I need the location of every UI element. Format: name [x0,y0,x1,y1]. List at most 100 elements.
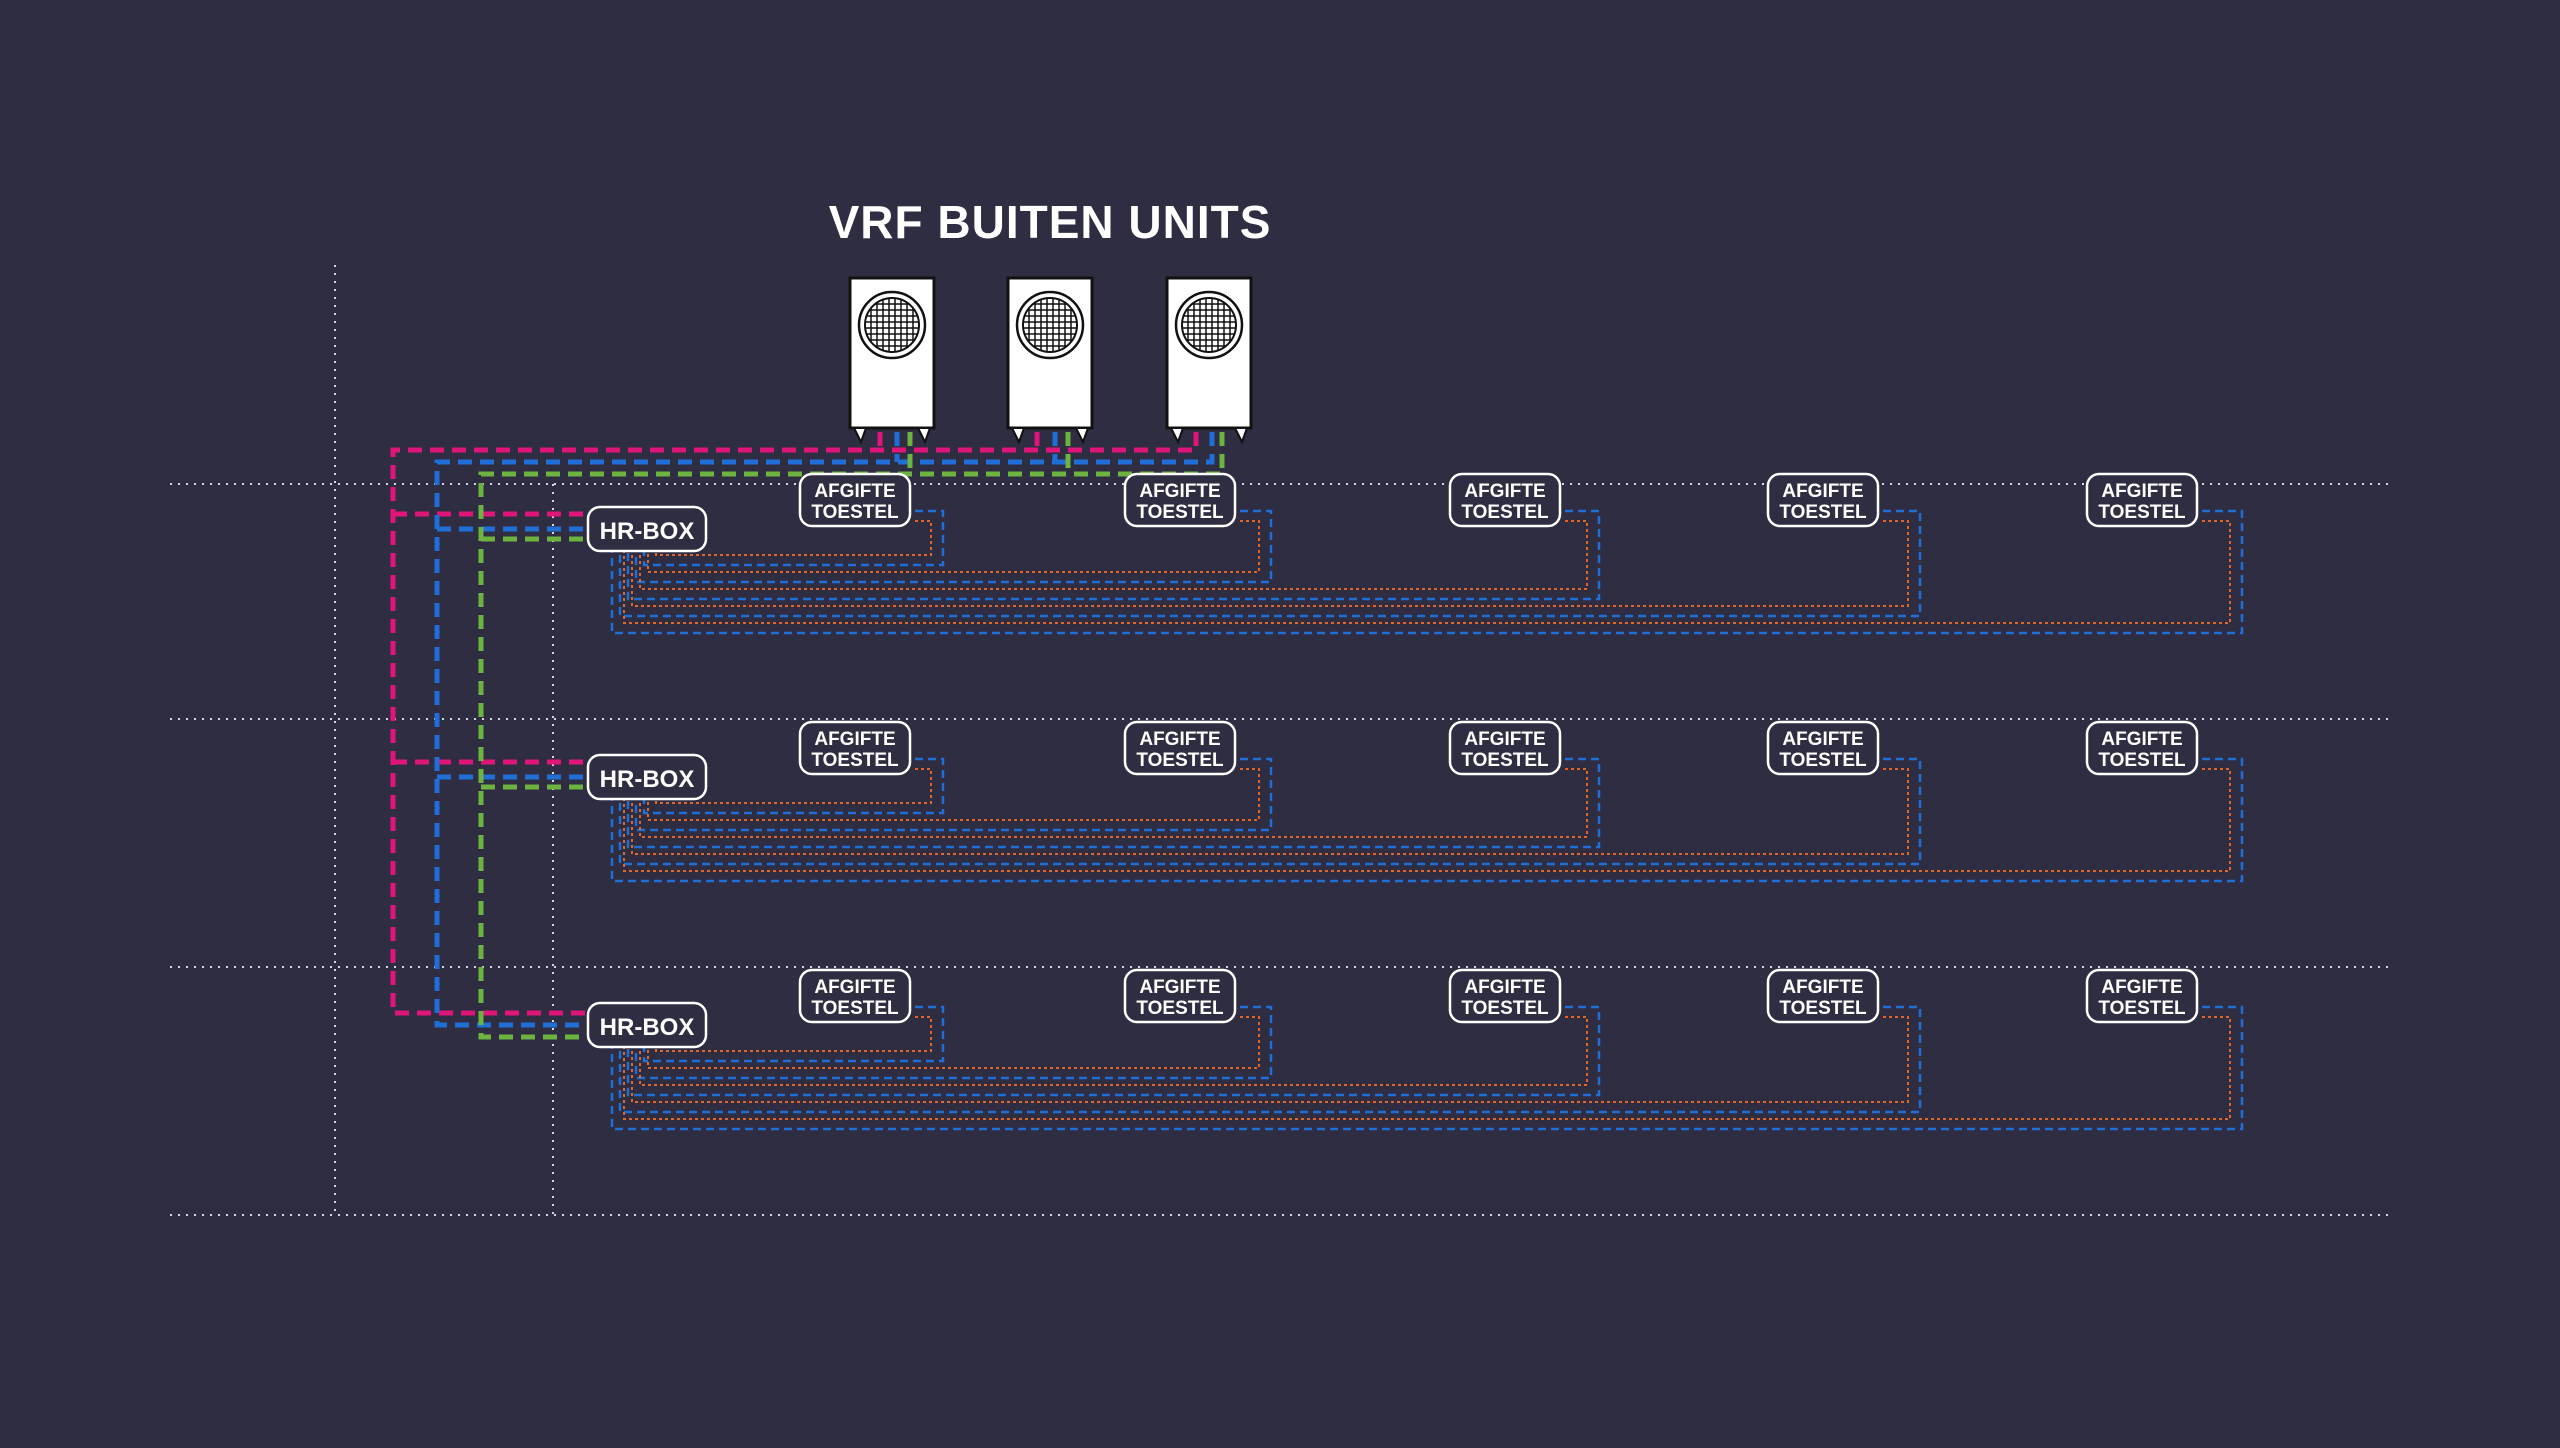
terminal-label-line2: TOESTEL [811,998,899,1019]
terminal-label-line2: TOESTEL [2098,502,2186,523]
hr-box: HR-BOX [586,505,708,553]
terminal-frame [1123,472,1237,528]
branch-line [655,1016,932,1052]
terminal-frame [1123,968,1237,1024]
terminal-label-line1: AFGIFTE [814,481,895,502]
unit-foot [852,427,868,445]
terminal-label-line1: AFGIFTE [2101,481,2182,502]
branch-line [623,768,2231,872]
outdoor-unit [1006,276,1094,445]
terminal-label-line1: AFGIFTE [1139,977,1220,998]
branch-line [610,757,2244,883]
hr-box-label: HR-BOX [600,1014,695,1041]
terminal-label-line1: AFGIFTE [1782,729,1863,750]
main-pipes [390,432,1225,1040]
terminal-label-line1: AFGIFTE [1464,481,1545,502]
branch-line [631,768,1909,855]
terminal-label-line2: TOESTEL [1461,502,1549,523]
unit-foot [1074,427,1090,445]
unit-foot [1233,427,1249,445]
terminal-label-line2: TOESTEL [2098,998,2186,1019]
terminal-frame [1766,720,1880,776]
outdoor-unit [1165,276,1253,445]
main-pipe [390,432,1199,1016]
terminal-label-line2: TOESTEL [2098,750,2186,771]
terminal-frame [1448,968,1562,1024]
terminal-label-line1: AFGIFTE [814,977,895,998]
fan-ring [857,290,927,360]
branch-line [610,1005,2244,1131]
hr-box-frame [586,1001,708,1049]
terminal-label-line2: TOESTEL [1779,998,1867,1019]
main-pipe [434,432,1215,1028]
terminal-label-line2: TOESTEL [811,750,899,771]
branch-line [634,509,1273,584]
hr-box: HR-BOX [586,753,708,801]
terminal-label-line2: TOESTEL [811,502,899,523]
terminal-label-line2: TOESTEL [1136,502,1224,523]
branch-line [634,757,1273,832]
branch-line [626,1005,1601,1097]
unit-foot [1010,427,1026,445]
branch-line [610,509,2244,635]
branch-line [655,768,932,804]
hr-box-label: HR-BOX [600,518,695,545]
branch-line [647,520,1260,573]
branch-line [639,520,1588,590]
branch-line [626,509,1601,601]
terminal-frame [798,720,912,776]
hr-box-frame [586,753,708,801]
terminal-frame [798,472,912,528]
branch-line [655,520,932,556]
branch-line [634,1005,1273,1080]
branch-line [647,1016,1260,1069]
main-pipe [478,432,1225,1040]
terminal-label-line2: TOESTEL [1779,750,1867,771]
terminal-frame [2085,968,2199,1024]
terminal-label-line2: TOESTEL [1136,998,1224,1019]
terminal-frame [798,968,912,1024]
terminal-label-line1: AFGIFTE [814,729,895,750]
branch-line [623,1016,2231,1120]
fan-ring [1174,290,1244,360]
terminal-frame [1448,472,1562,528]
branch-line [631,1016,1909,1103]
branch-line [639,1016,1588,1086]
terminal-frame [1766,472,1880,528]
outdoor-units [848,276,1253,445]
floor-grid [170,265,2390,1216]
terminal-label-line2: TOESTEL [1461,750,1549,771]
branch-line [623,520,2231,624]
branch-line [642,757,945,815]
unit-foot [916,427,932,445]
diagram-title: VRF BUITEN UNITS [829,196,1272,248]
terminal-frame [1448,720,1562,776]
terminal-label-line1: AFGIFTE [1139,729,1220,750]
terminal-frame [1123,720,1237,776]
branch-line [647,768,1260,821]
terminal-label-line1: AFGIFTE [1139,481,1220,502]
terminal-frame [2085,472,2199,528]
terminal-label-line1: AFGIFTE [1782,481,1863,502]
outdoor-unit [848,276,936,445]
branch-line [626,757,1601,849]
hr-box: HR-BOX [586,1001,708,1049]
terminal-label-line1: AFGIFTE [2101,729,2182,750]
terminal-label-line1: AFGIFTE [2101,977,2182,998]
hr-box-label: HR-BOX [600,766,695,793]
terminal-label-line1: AFGIFTE [1782,977,1863,998]
terminal-label-line1: AFGIFTE [1464,977,1545,998]
